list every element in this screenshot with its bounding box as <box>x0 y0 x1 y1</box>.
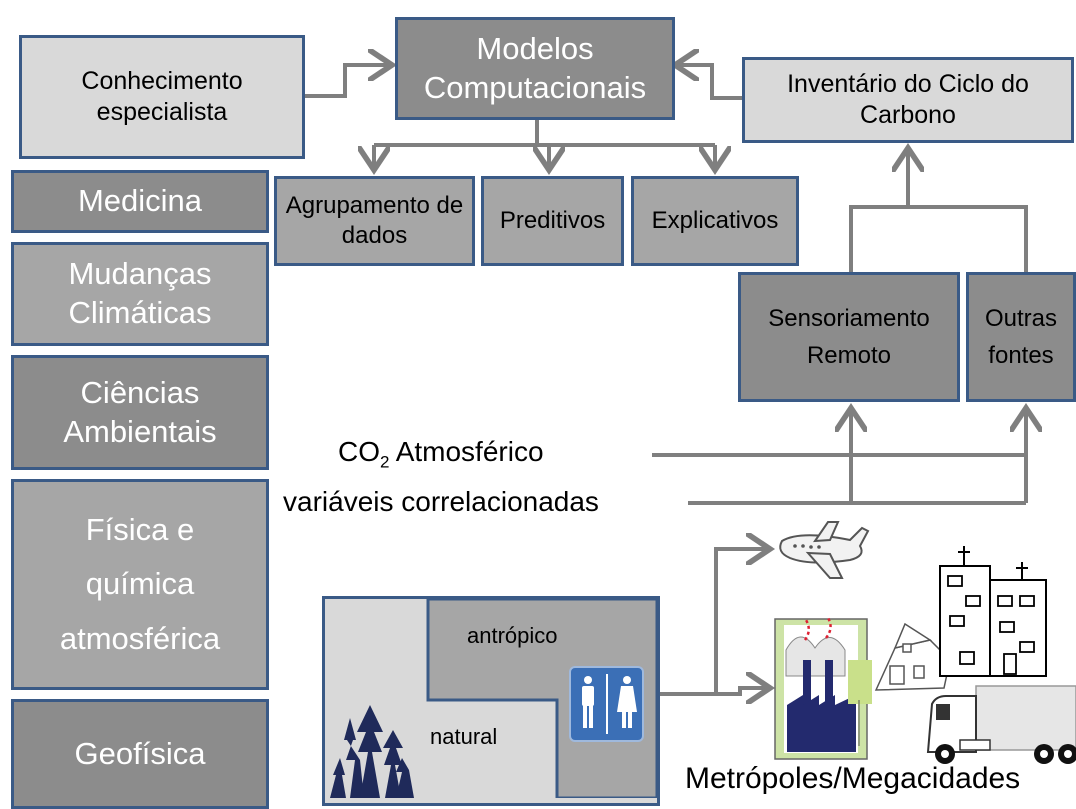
clustering-label: Agrupamento de dados <box>285 192 464 249</box>
carbon-inventory-box: Inventário do Ciclo do Carbono <box>742 57 1074 143</box>
discipline-label: Ciências Ambientais <box>63 374 217 449</box>
anthropic-label: antrópico <box>467 623 558 648</box>
discipline-atmospheric-physics-chemistry: Física e química atmosférica <box>11 479 269 690</box>
discipline-medicine: Medicina <box>11 170 269 233</box>
discipline-label: Geofísica <box>74 735 206 771</box>
discipline-environmental-sciences: Ciências Ambientais <box>11 355 269 470</box>
discipline-climate-change: Mudanças Climáticas <box>11 242 269 346</box>
discipline-label: Física e química atmosférica <box>59 512 221 656</box>
predictive-box: Preditivos <box>481 176 624 266</box>
natural-label: natural <box>430 724 498 749</box>
discipline-label: Medicina <box>77 183 203 219</box>
discipline-label: Mudanças Climáticas <box>68 256 212 330</box>
cities-label: Metrópoles/Megacidades <box>685 762 1021 795</box>
remote-sensing-box: Sensoriamento Remoto <box>738 272 960 402</box>
explanatory-box: Explicativos <box>631 176 799 266</box>
co2-label: CO2 Atmosférico <box>338 436 544 472</box>
computational-models-box: Modelos Computacionais <box>395 17 675 120</box>
arrow-to-airplane <box>714 549 770 694</box>
clustering-box: Agrupamento de dados <box>274 176 475 266</box>
co2-subscript: 2 <box>380 452 390 472</box>
predictive-label: Preditivos <box>499 207 606 234</box>
arrow-inventory-to-models <box>675 65 742 100</box>
expert-knowledge-box: Conhecimento especialista <box>19 35 305 159</box>
carbon-inventory-label: Inventário do Ciclo do Carbono <box>787 69 1029 129</box>
correlated-variables-label: variáveis correlacionadas <box>283 486 599 517</box>
other-sources-label: Outras fontes <box>984 304 1058 369</box>
explanatory-label: Explicativos <box>651 207 779 234</box>
arrow-expert-to-models <box>305 65 392 98</box>
other-sources-box: Outras fontes <box>966 272 1076 402</box>
expert-knowledge-label: Conhecimento especialista <box>81 66 243 126</box>
discipline-geophysics: Geofísica <box>11 699 269 809</box>
arrow-to-factory <box>716 688 770 694</box>
computational-models-label: Modelos Computacionais <box>423 30 647 105</box>
remote-sensing-label: Sensoriamento Remoto <box>768 304 930 369</box>
